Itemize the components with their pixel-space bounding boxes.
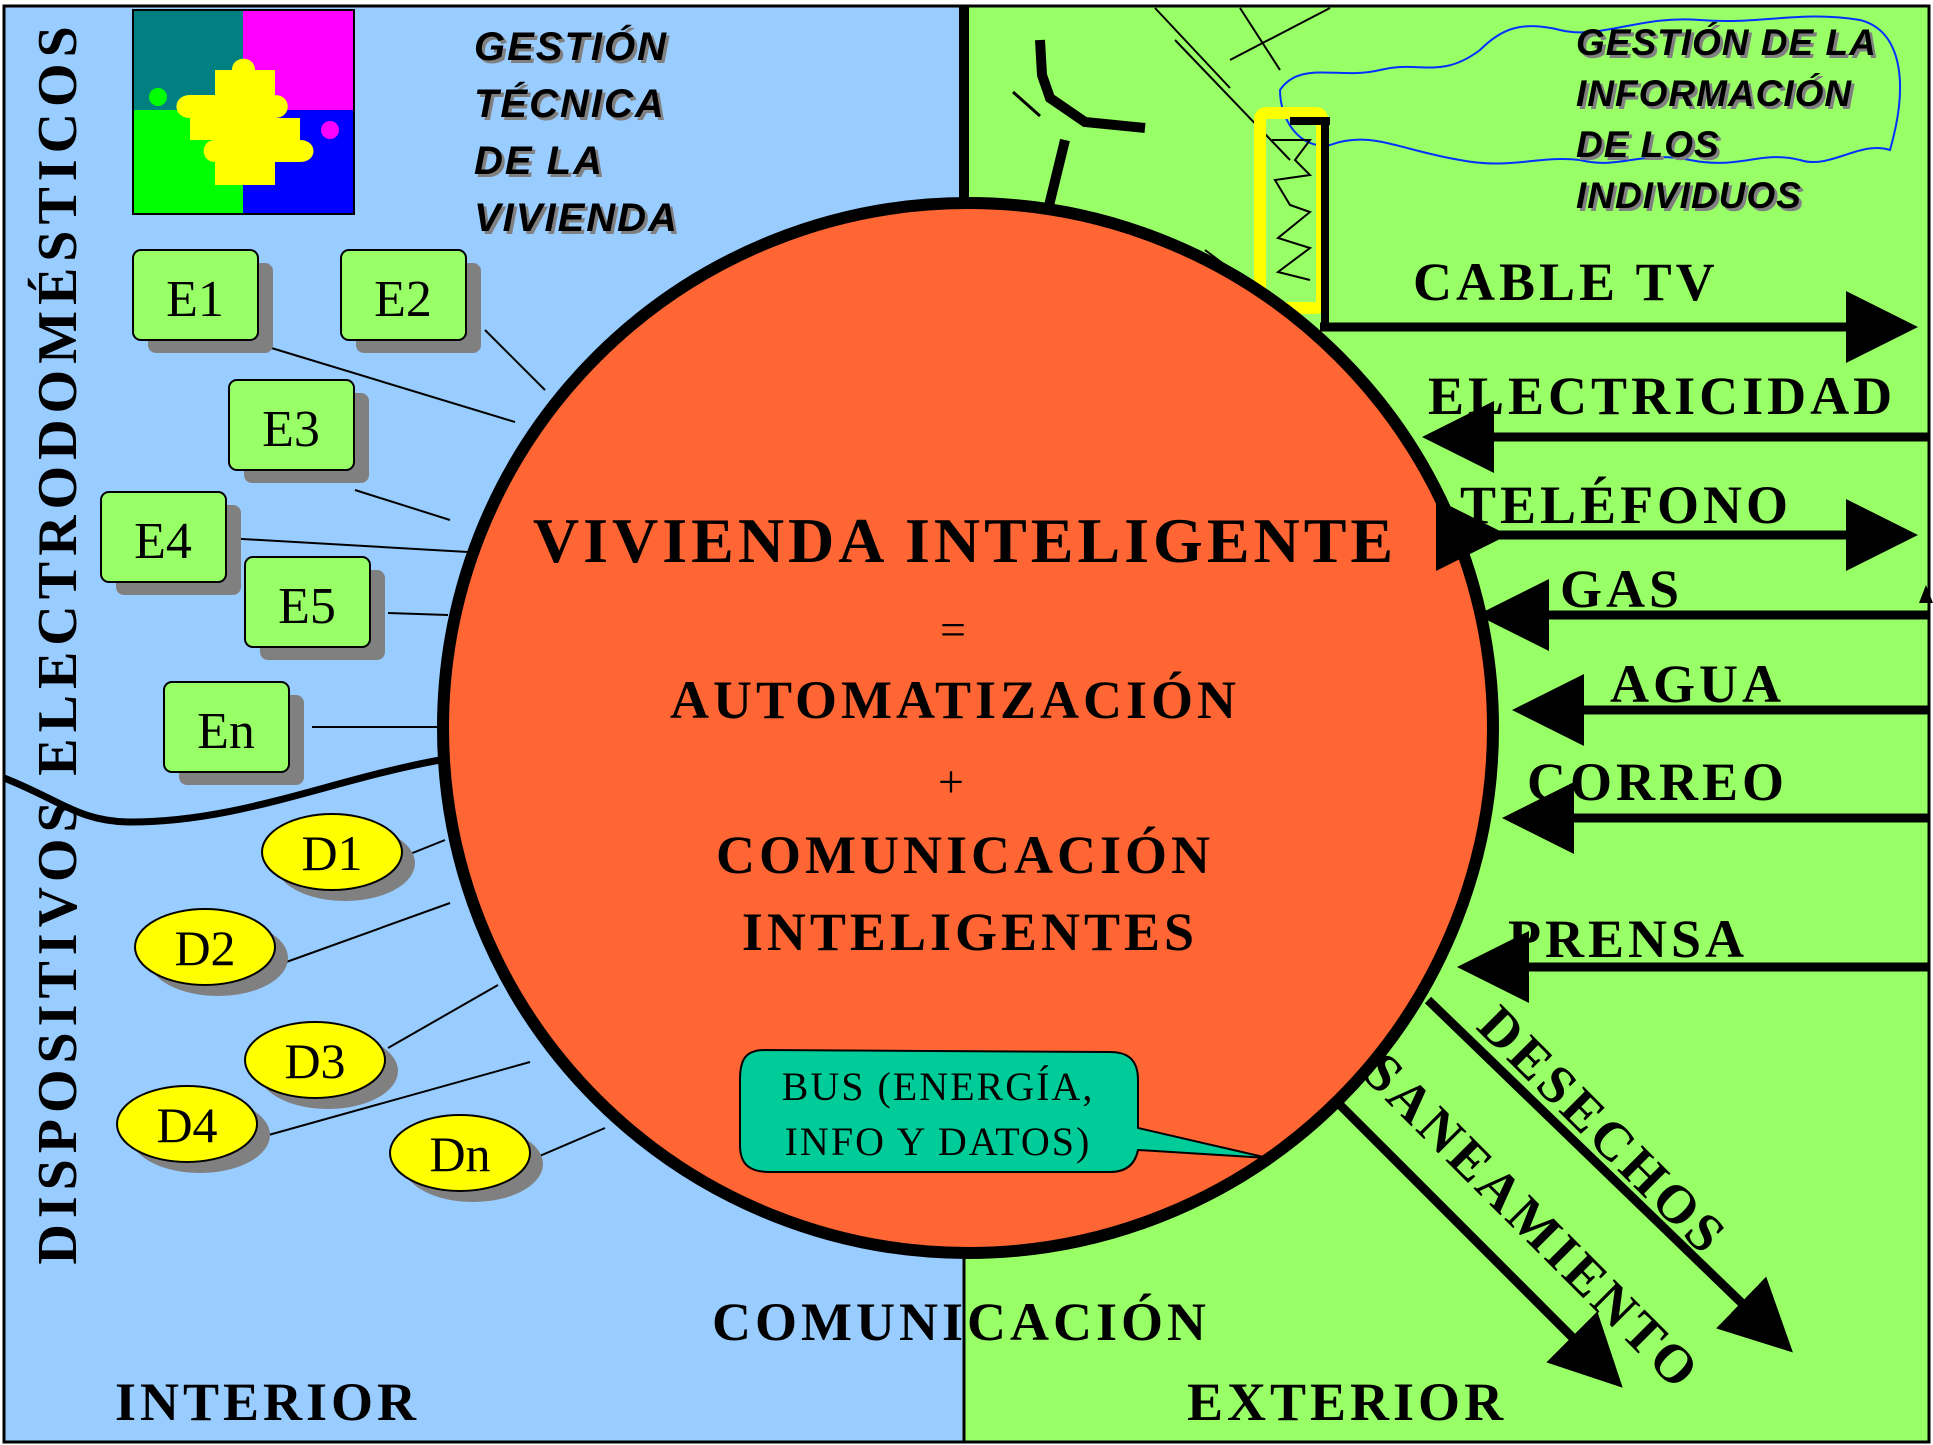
- arrow-saneamiento: [1336, 1101, 1623, 1388]
- center-automation: AUTOMATIZACIÓN: [670, 670, 1240, 730]
- vertical-label-electrodomesticos: ELECTRODOMÉSTICOS: [27, 20, 89, 776]
- bus-callout-line-1: BUS (ENERGÍA,: [782, 1064, 1095, 1109]
- center-equals: =: [940, 604, 970, 655]
- service-label-agua: AGUA: [1610, 654, 1785, 714]
- appliance-label-en: En: [197, 703, 255, 760]
- service-label-correo: CORREO: [1527, 752, 1788, 812]
- service-label-telefono: TELÉFONO: [1460, 475, 1792, 535]
- device-ellipse-dn: [389, 1114, 543, 1202]
- appliance-label-e5: E5: [278, 578, 336, 635]
- center-title: VIVIENDA INTELIGENTE: [533, 505, 1397, 576]
- interior-title-line-3-shadow: DE LA: [477, 142, 607, 186]
- puzzle-icon: [132, 9, 355, 215]
- appliance-boxes: [100, 249, 481, 785]
- service-label-prensa: PRENSA: [1508, 909, 1748, 969]
- service-arrows: [1320, 291, 1928, 1388]
- appliance-box-en: [163, 681, 304, 785]
- interior-separator-curve: [2, 756, 441, 826]
- service-label-cable-tv: CABLE TV: [1413, 252, 1719, 312]
- device-label-d2: D2: [174, 920, 235, 976]
- bottom-label-communication: COMUNICACIÓN: [712, 1292, 1210, 1352]
- exterior-label: EXTERIOR: [1187, 1372, 1507, 1432]
- center-plus: +: [938, 756, 968, 807]
- interior-title-line-4: VIVIENDA: [474, 196, 679, 240]
- bus-callout-line-2: INFO Y DATOS): [785, 1119, 1092, 1164]
- device-label-d1: D1: [301, 825, 362, 881]
- interior-title-line-3: DE LA: [474, 139, 604, 183]
- interior-title-line-1-shadow: GESTIÓN: [477, 26, 671, 72]
- device-label-d3: D3: [284, 1033, 345, 1089]
- device-label-dn: Dn: [429, 1126, 490, 1182]
- vertical-label-dispositivos: DISPOSITIVOS: [27, 795, 89, 1264]
- appliance-connectors: [224, 329, 546, 728]
- appliance-label-e3: E3: [262, 401, 320, 458]
- device-ellipse-d4: [116, 1085, 270, 1173]
- device-ellipse-d3: [244, 1021, 398, 1109]
- device-ellipse-d2: [134, 908, 288, 996]
- device-label-d4: D4: [156, 1097, 217, 1153]
- exterior-title-line-3: DE LOS: [1576, 124, 1720, 165]
- exterior-title-line-1-shadow: GESTIÓN DE LA: [1579, 25, 1880, 66]
- map-icon: [1012, 7, 1901, 330]
- appliance-box-e1: [132, 249, 273, 353]
- exterior-title-line-2-shadow: INFORMACIÓN: [1579, 76, 1855, 117]
- exterior-title-line-4-shadow: INDIVIDUOS: [1579, 178, 1805, 219]
- exterior-title-line-2: INFORMACIÓN: [1576, 73, 1852, 114]
- appliance-label-e4: E4: [134, 513, 192, 570]
- arrow-gas-small-head: [1919, 585, 1933, 603]
- interior-title-line-4-shadow: VIVIENDA: [477, 199, 682, 243]
- interior-title-line-2: TÉCNICA: [474, 81, 666, 126]
- arrow-desechos: [1424, 996, 1793, 1353]
- appliance-label-e1: E1: [166, 271, 224, 328]
- appliance-box-e4: [100, 491, 241, 595]
- center-communication: COMUNICACIÓN: [716, 825, 1214, 885]
- appliance-box-e2: [340, 249, 481, 353]
- bus-callout: BUS (ENERGÍA, INFO Y DATOS): [739, 1048, 1269, 1173]
- service-label-gas: GAS: [1560, 559, 1683, 619]
- appliance-box-e5: [244, 556, 385, 660]
- exterior-title-line-4: INDIVIDUOS: [1576, 175, 1802, 216]
- interior-title-line-1: GESTIÓN: [474, 23, 668, 69]
- center-intelligent: INTELIGENTES: [742, 902, 1198, 962]
- device-ellipse-d1: [261, 813, 415, 901]
- interior-label: INTERIOR: [115, 1372, 420, 1432]
- service-label-electricidad: ELECTRICIDAD: [1428, 366, 1896, 426]
- exterior-title-line-3-shadow: DE LOS: [1579, 127, 1723, 168]
- central-circle: [437, 197, 1499, 1259]
- device-ellipses: [116, 813, 543, 1202]
- appliance-label-e2: E2: [374, 271, 432, 328]
- exterior-title-line-1: GESTIÓN DE LA: [1576, 22, 1877, 63]
- interior-title-line-2-shadow: TÉCNICA: [477, 84, 669, 129]
- appliance-box-e3: [228, 379, 369, 483]
